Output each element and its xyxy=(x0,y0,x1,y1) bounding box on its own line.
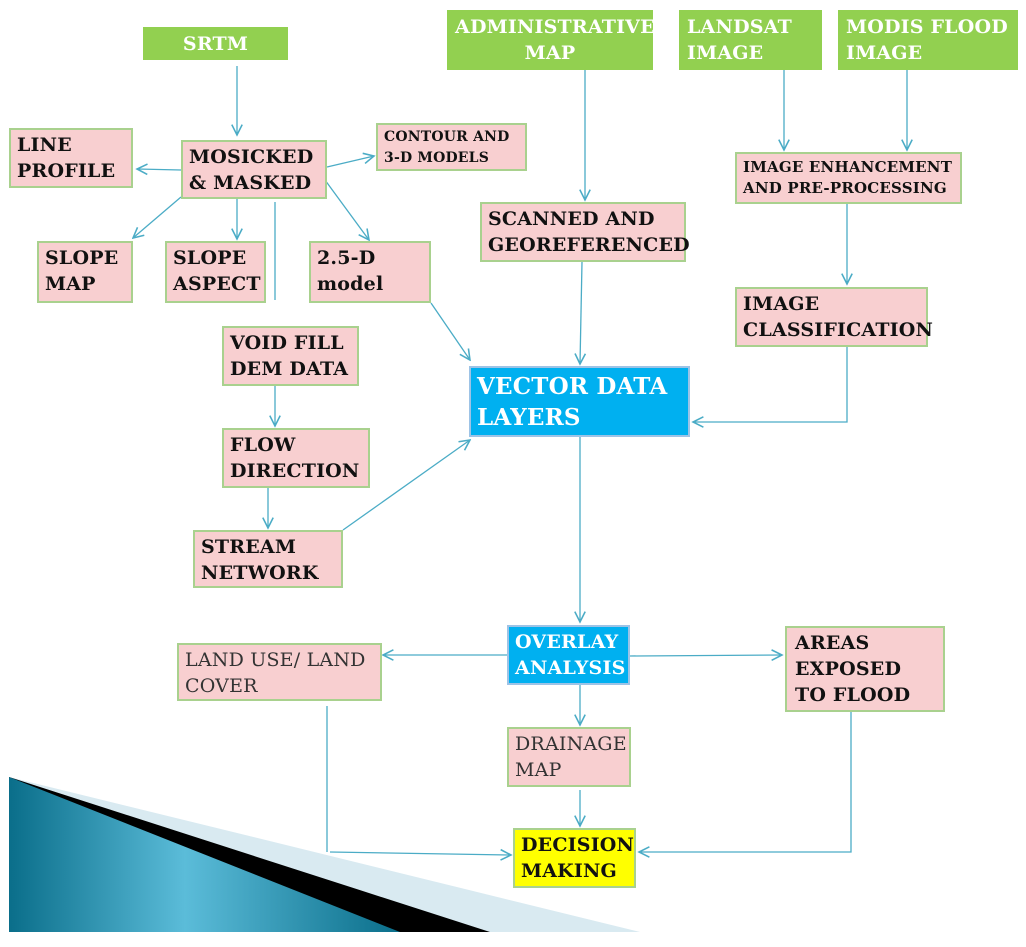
node-drainage-map: DRAINAGE MAP xyxy=(507,727,631,787)
node-image-classification: IMAGE CLASSIFICATION xyxy=(735,287,933,347)
node-void-fill: VOID FILL DEM DATA xyxy=(222,326,359,386)
node-scanned-georeferenced: SCANNED AND GEOREFERENCED xyxy=(480,202,690,262)
node-2-5d-model: 2.5-D model xyxy=(309,241,431,303)
node-decision-making: DECISION MAKING xyxy=(513,828,636,888)
node-flow-direction: FLOW DIRECTION xyxy=(222,428,370,488)
node-land-use-cover: LAND USE/ LAND COVER xyxy=(177,643,382,701)
node-slope-map: SLOPE MAP xyxy=(37,241,133,303)
node-vector-data-layers: VECTOR DATA LAYERS xyxy=(469,366,690,437)
node-administrative-map: ADMINISTRATIVE MAP xyxy=(447,10,655,70)
node-overlay-analysis: OVERLAY ANALYSIS xyxy=(507,625,630,685)
node-stream-network: STREAM NETWORK xyxy=(193,530,343,588)
node-line-profile: LINE PROFILE xyxy=(9,128,133,188)
node-areas-exposed: AREAS EXPOSED TO FLOOD xyxy=(785,626,945,712)
node-landsat-image: LANDSAT IMAGE xyxy=(679,10,822,70)
node-mosicked-masked: MOSICKED & MASKED xyxy=(181,140,327,199)
node-slope-aspect: SLOPE ASPECT xyxy=(165,241,266,303)
node-image-enhancement: IMAGE ENHANCEMENT AND PRE-PROCESSING xyxy=(735,152,962,204)
node-srtm: SRTM xyxy=(143,27,288,60)
node-contour-3d: CONTOUR AND 3-D MODELS xyxy=(376,123,527,171)
node-modis-flood-image: MODIS FLOOD IMAGE xyxy=(838,10,1018,70)
